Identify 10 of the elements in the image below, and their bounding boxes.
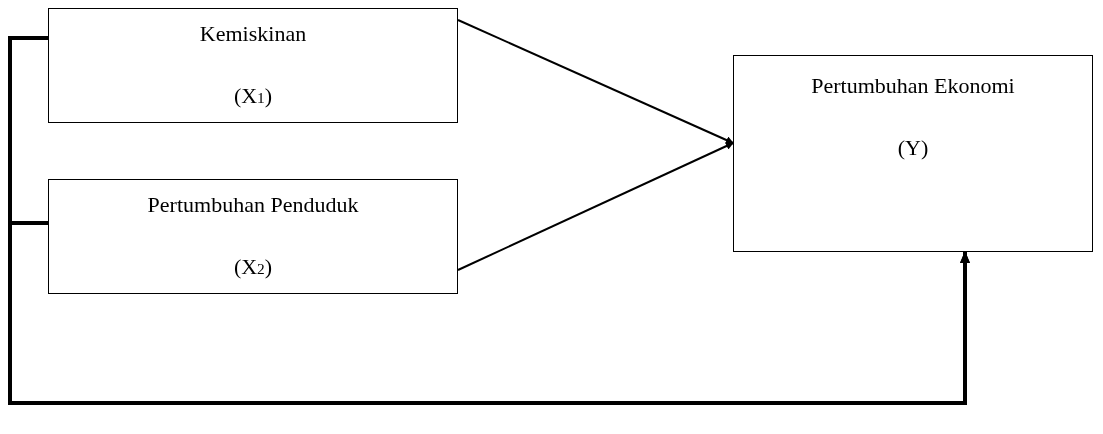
variable-symbol: (Y): [897, 135, 929, 162]
variable-box: [48, 179, 458, 294]
arrow: [8, 221, 970, 405]
variable-box: [48, 8, 458, 123]
variable-box: [733, 55, 1093, 252]
arrow: [457, 19, 734, 144]
arrow: [457, 142, 734, 271]
variable-name: Pertumbuhan Ekonomi: [811, 73, 1015, 100]
variable-name: Pertumbuhan Penduduk: [147, 192, 359, 219]
variable-name: Kemiskinan: [199, 21, 307, 48]
